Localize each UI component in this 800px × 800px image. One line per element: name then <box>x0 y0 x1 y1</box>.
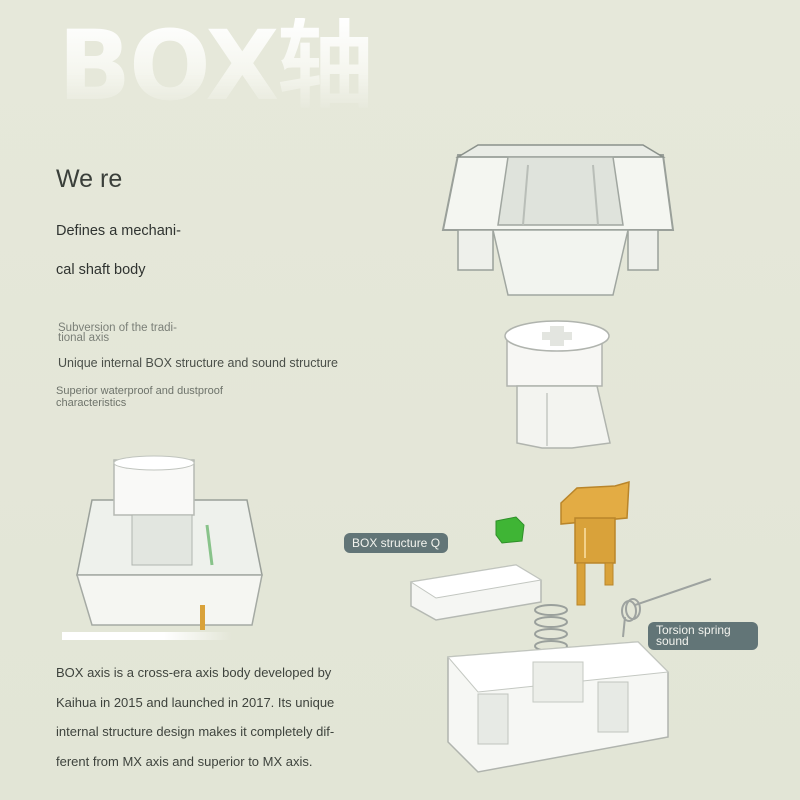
white-slider-illustration <box>409 564 543 621</box>
torsion-spring-illustration <box>621 578 712 638</box>
torsion-spring-label: Torsion spring sound <box>648 622 758 650</box>
feature-1-line-2: tional axis <box>58 332 110 344</box>
description-paragraph: BOX axis is a cross-era axis body develo… <box>56 658 356 776</box>
gold-contact-illustration <box>560 480 630 606</box>
feature-3: Superior waterproof and dustproof charac… <box>56 385 223 409</box>
hero-title: BOX轴 <box>58 10 373 122</box>
feature-1: Subversion of the tradi- tional axis <box>58 322 177 344</box>
bottom-housing-illustration <box>446 641 670 773</box>
torsion-label-line-2: sound <box>656 634 689 648</box>
feature-3-line-2: characteristics <box>56 397 127 409</box>
torsion-label-line-1: Torsion spring <box>656 623 731 637</box>
feature-2: Unique internal BOX structure and sound … <box>58 356 339 370</box>
feature-3-line-1: Superior waterproof and dustproof <box>56 385 223 397</box>
clear-top-housing-illustration <box>441 144 675 296</box>
green-part-illustration <box>495 516 525 544</box>
description-line-3: internal structure design makes it compl… <box>56 724 335 739</box>
intro-line-2: cal shaft body <box>56 262 146 278</box>
box-structure-label: BOX structure Q <box>344 533 449 553</box>
intro-heading: We re <box>56 165 123 193</box>
assembled-switch-illustration <box>75 455 263 630</box>
description-line-2: Kaihua in 2015 and launched in 2017. Its… <box>56 694 335 710</box>
feature-1-line-1: Subversion of the tradi- <box>58 322 177 334</box>
description-line-4: ferent from MX axis and superior to MX a… <box>56 753 313 769</box>
glow-underline <box>62 632 232 640</box>
description-line-1: BOX axis is a cross-era axis body develo… <box>56 665 332 680</box>
intro-line-1: Defines a mechani- <box>56 223 181 239</box>
white-stem-illustration <box>504 320 611 449</box>
